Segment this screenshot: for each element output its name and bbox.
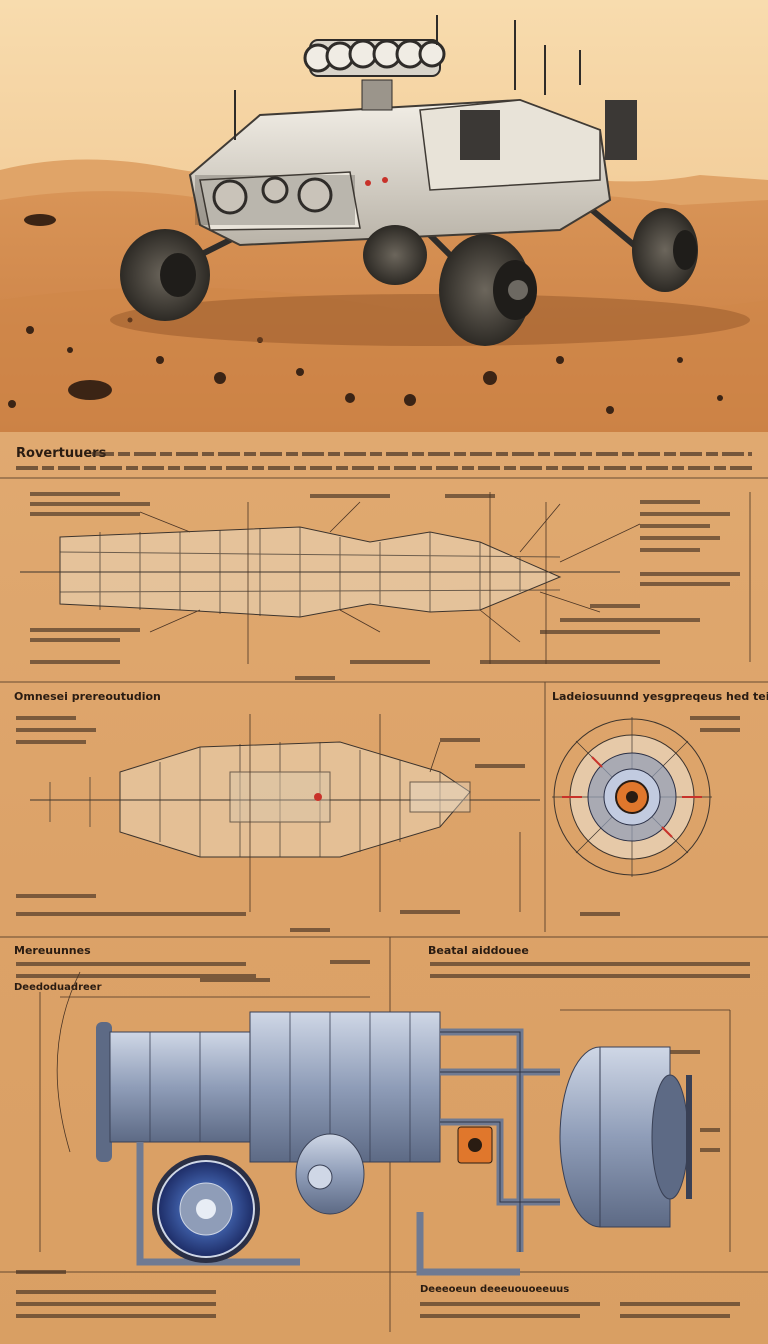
section-label-right: Ladeiosuunnd yesgpreqeus hed teisioine	[552, 690, 768, 703]
section-label-footer-right: Deeeoeun deeeuouoeeuus	[420, 1284, 570, 1295]
section-label-bottom-sub: Deedoduadreer	[14, 982, 102, 993]
sheet-title: Rovertuuers	[16, 446, 107, 461]
section-label-bottom-left: Mereuunnes	[14, 944, 91, 957]
rover-illustration	[0, 0, 768, 432]
section-label-bottom-right: Beatal aiddouee	[428, 944, 529, 957]
blueprint-drawings	[0, 477, 768, 1332]
section-label-left: Omnesei prereoutudion	[14, 690, 161, 703]
blueprint-sheet: Rovertuuers Omnesei prereoutudion Ladeio…	[0, 432, 768, 1344]
header-text-line	[92, 452, 752, 456]
header-text-line	[16, 466, 756, 470]
rover-scene-svg	[0, 0, 768, 432]
